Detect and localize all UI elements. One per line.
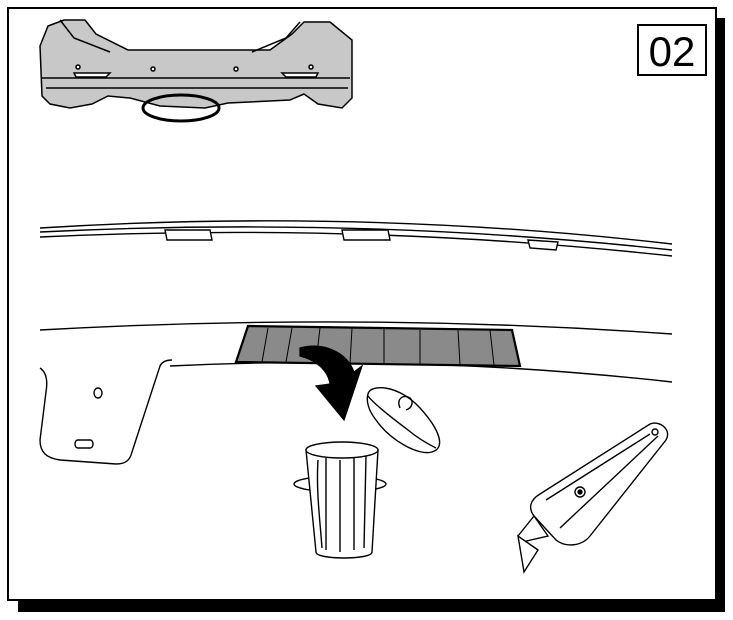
step-number-box: 02 [637, 24, 707, 76]
utility-knife-icon [517, 422, 669, 574]
trash-can-icon [293, 441, 387, 559]
bumper-icon [39, 19, 353, 109]
foam-strip [234, 324, 522, 368]
trash-lid-icon [366, 387, 441, 454]
step-number: 02 [648, 28, 696, 75]
trim-rail [39, 220, 673, 257]
arrow-icon [299, 345, 364, 422]
highlight-ellipse-icon [141, 93, 221, 123]
